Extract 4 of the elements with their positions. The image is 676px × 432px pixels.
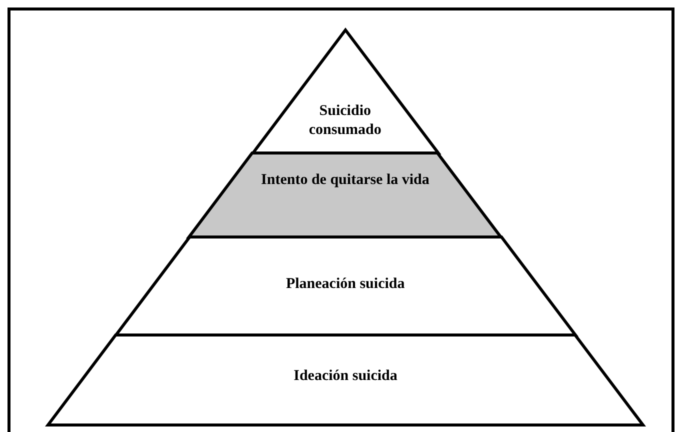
tier-label: Suicidio consumado [308,102,382,140]
tier-label: Ideación suicida [292,367,398,386]
tier-label: Planeación suicida [284,275,406,294]
tier-label: Intento de quitarse la vida [260,171,430,190]
